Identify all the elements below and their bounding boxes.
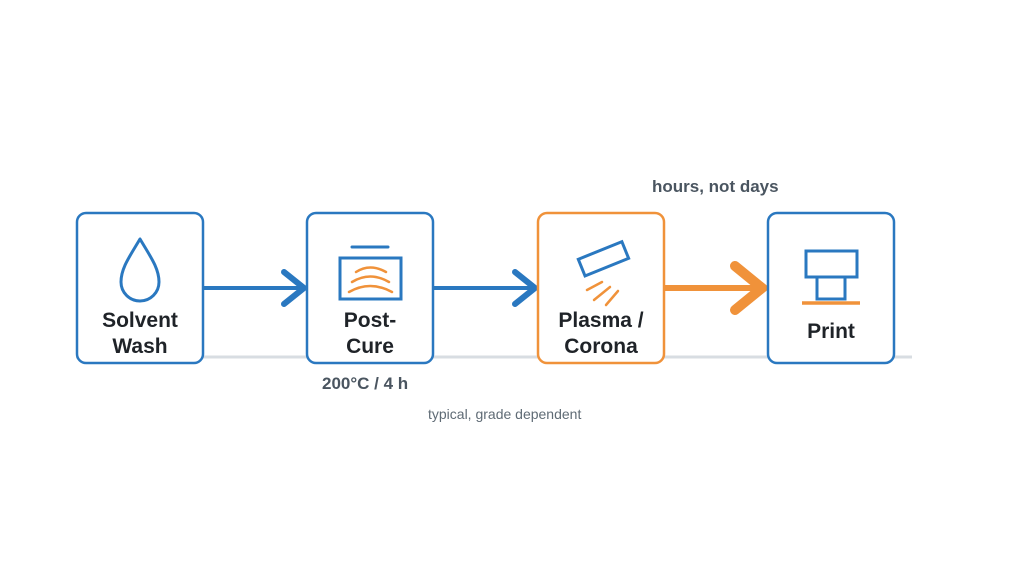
- droplet-icon: [119, 237, 161, 303]
- print-stamp-icon: [802, 249, 860, 305]
- step-box-plasma-corona: [536, 211, 666, 365]
- step-label-line1: Plasma /: [558, 309, 644, 332]
- caption-note: typical, grade dependent: [428, 406, 582, 422]
- arrow-wash-to-cure: [201, 269, 309, 307]
- arrow-cure-to-plasma: [432, 269, 540, 307]
- step-box-post-cure: [305, 211, 435, 365]
- step-label-post-cure: Post- Cure: [307, 308, 433, 360]
- oven-icon: [338, 245, 403, 301]
- step-label-solvent-wash: Solvent Wash: [77, 308, 203, 360]
- step-label-line1: Post-: [343, 309, 397, 332]
- arrow-plasma-to-print: [661, 261, 770, 315]
- step-label-line1: Solvent: [102, 309, 178, 332]
- step-label-line2: Wash: [112, 335, 168, 358]
- step-label-line1: Print: [807, 320, 855, 343]
- plasma-emitter-icon: [576, 239, 631, 307]
- step-label-line2: Corona: [564, 335, 638, 358]
- window-note: hours, not days: [652, 177, 779, 196]
- cure-condition-note: 200°C / 4 h: [322, 374, 409, 393]
- step-label-plasma-corona: Plasma / Corona: [538, 308, 664, 360]
- step-label-print: Print: [768, 319, 894, 345]
- step-label-line2: Cure: [346, 335, 394, 358]
- step-box-print: [766, 211, 896, 365]
- step-box-solvent-wash: [75, 211, 205, 365]
